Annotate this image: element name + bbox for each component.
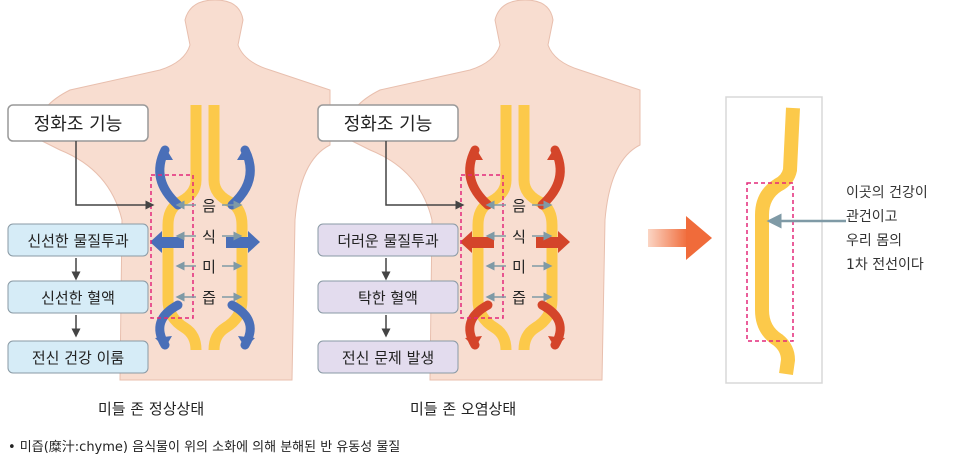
function-label-box [7, 104, 149, 142]
detail-line: 이곳의 건강이 [846, 185, 928, 201]
flow-arrowhead-icon [237, 147, 253, 160]
function-label: 정화조 기능 [344, 114, 433, 135]
absorption-arrowhead-icon [460, 231, 472, 253]
detail-line: 우리 몸의 [846, 233, 902, 249]
connector-arrow-icon [385, 141, 465, 210]
step-label: 더러운 물질투과 [337, 232, 439, 250]
step-label: 전신 문제 발생 [342, 349, 434, 367]
flow-arrowhead-icon [465, 336, 482, 348]
step-label: 전신 건강 이룸 [32, 349, 125, 367]
step-box [7, 223, 149, 257]
flow-arrowhead-icon [548, 336, 565, 348]
step-box [317, 280, 459, 314]
normal-state-caption: 미들 존 정상상태 [98, 400, 205, 418]
absorption-arrow-left [472, 237, 494, 248]
step-box [7, 280, 149, 314]
chyme-char: 미 [202, 258, 216, 276]
intestine-tube-left [162, 105, 202, 351]
flow-arrowhead-icon [157, 147, 173, 160]
connector-arrow-icon [75, 141, 155, 210]
step-label: 신선한 물질투과 [27, 232, 129, 250]
middle-zone-highlight [150, 174, 194, 319]
intestine-tube-left [472, 105, 512, 351]
step-box [7, 340, 149, 374]
chyme-char: 식 [512, 228, 526, 246]
chyme-char: 음 [512, 197, 526, 215]
step-box [317, 340, 459, 374]
transition-arrow-icon [648, 216, 712, 260]
function-label: 정화조 기능 [34, 114, 123, 135]
detail-panel [725, 96, 846, 384]
polluted-state-caption: 미들 존 오염상태 [410, 400, 517, 418]
intestine-tube-right [518, 105, 558, 351]
chyme-char: 즙 [202, 289, 216, 307]
flow-arrowhead-icon [238, 336, 255, 348]
detail-description: 이곳의 건강이 관건이고 우리 몸의 1차 전선이다 [846, 181, 928, 277]
step-box [317, 223, 459, 257]
absorption-arrow-right [226, 237, 248, 248]
flow-arrowhead-icon [467, 147, 483, 160]
absorption-arrow-right [536, 237, 558, 248]
step-label: 탁한 혈액 [358, 289, 418, 307]
absorption-arrowhead-icon [150, 231, 162, 253]
flow-arrowhead-icon [547, 147, 563, 160]
absorption-arrowhead-icon [248, 231, 260, 253]
chyme-char: 음 [202, 197, 216, 215]
function-label-box [317, 104, 459, 142]
detail-line: 1차 전선이다 [846, 257, 924, 273]
step-label: 신선한 혈액 [41, 289, 115, 307]
absorption-arrow-left [162, 237, 184, 248]
chyme-char: 식 [202, 228, 216, 246]
flow-arrowhead-icon [155, 336, 172, 348]
chyme-char: 미 [512, 258, 526, 276]
middle-zone-highlight [460, 174, 504, 319]
chyme-char: 즙 [512, 289, 526, 307]
intestine-tube-right [208, 105, 248, 351]
absorption-arrowhead-icon [558, 231, 570, 253]
chyme-footnote: • 미즙(糜汁:chyme) 음식물이 위의 소화에 의해 분해된 반 유동성 … [8, 440, 401, 455]
detail-line: 관건이고 [846, 209, 898, 225]
torso-silhouette [347, 0, 641, 381]
